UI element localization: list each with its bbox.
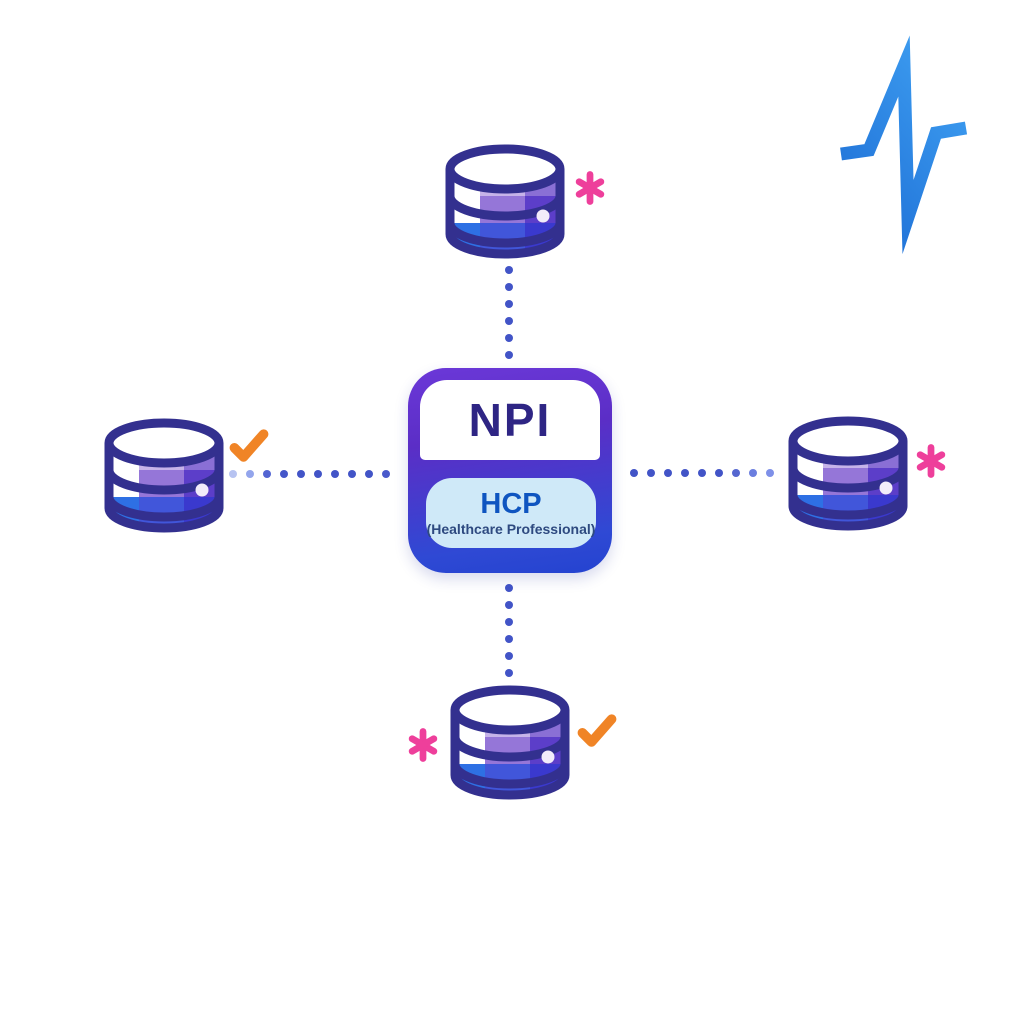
connector-dot <box>505 652 513 660</box>
connector-dot <box>348 470 356 478</box>
connector-dot <box>505 334 513 342</box>
npi-title: NPI <box>468 394 552 446</box>
connector-dot <box>297 470 305 478</box>
connector-top <box>505 266 513 359</box>
connector-dot <box>229 470 237 478</box>
connector-dot <box>246 470 254 478</box>
connector-dot <box>505 618 513 626</box>
connector-dot <box>732 469 740 477</box>
connector-dot <box>365 470 373 478</box>
connector-dot <box>505 351 513 359</box>
connector-dot <box>749 469 757 477</box>
connector-dot <box>505 635 513 643</box>
asterisk-icon <box>572 170 608 206</box>
connector-dot <box>681 469 689 477</box>
connector-dot <box>505 601 513 609</box>
database-node-top <box>430 139 580 274</box>
connector-dot <box>647 469 655 477</box>
database-icon <box>435 680 585 815</box>
hcp-title: HCP <box>480 487 542 520</box>
connector-right <box>630 469 774 477</box>
connector-dot <box>505 266 513 274</box>
npi-card-header: NPI <box>420 380 600 460</box>
check-icon <box>228 427 270 465</box>
connector-dot <box>664 469 672 477</box>
connector-dot <box>280 470 288 478</box>
connector-dot <box>331 470 339 478</box>
connector-dot <box>766 469 774 477</box>
connector-dot <box>505 669 513 677</box>
check-icon <box>576 712 618 750</box>
connector-dot <box>505 283 513 291</box>
database-node-right <box>773 411 923 546</box>
connector-dot <box>314 470 322 478</box>
connector-dot <box>505 317 513 325</box>
asterisk-icon <box>913 443 949 479</box>
connector-dot <box>715 469 723 477</box>
pulse-logo-icon <box>825 35 975 255</box>
connector-dot <box>382 470 390 478</box>
connector-dot <box>263 470 271 478</box>
database-icon <box>773 411 923 546</box>
connector-left <box>229 470 390 478</box>
npi-card: NPI HCP (Healthcare Professional) <box>408 368 612 573</box>
database-node-left <box>89 413 239 548</box>
database-icon <box>430 139 580 274</box>
connector-dot <box>505 300 513 308</box>
connector-bottom <box>505 584 513 677</box>
database-icon <box>89 413 239 548</box>
connector-dot <box>630 469 638 477</box>
hcp-panel: HCP (Healthcare Professional) <box>426 478 596 548</box>
hcp-detail: (Healthcare Professional) <box>426 521 596 538</box>
asterisk-icon <box>405 727 441 763</box>
connector-dot <box>698 469 706 477</box>
connector-dot <box>505 584 513 592</box>
database-node-bottom <box>435 680 585 815</box>
